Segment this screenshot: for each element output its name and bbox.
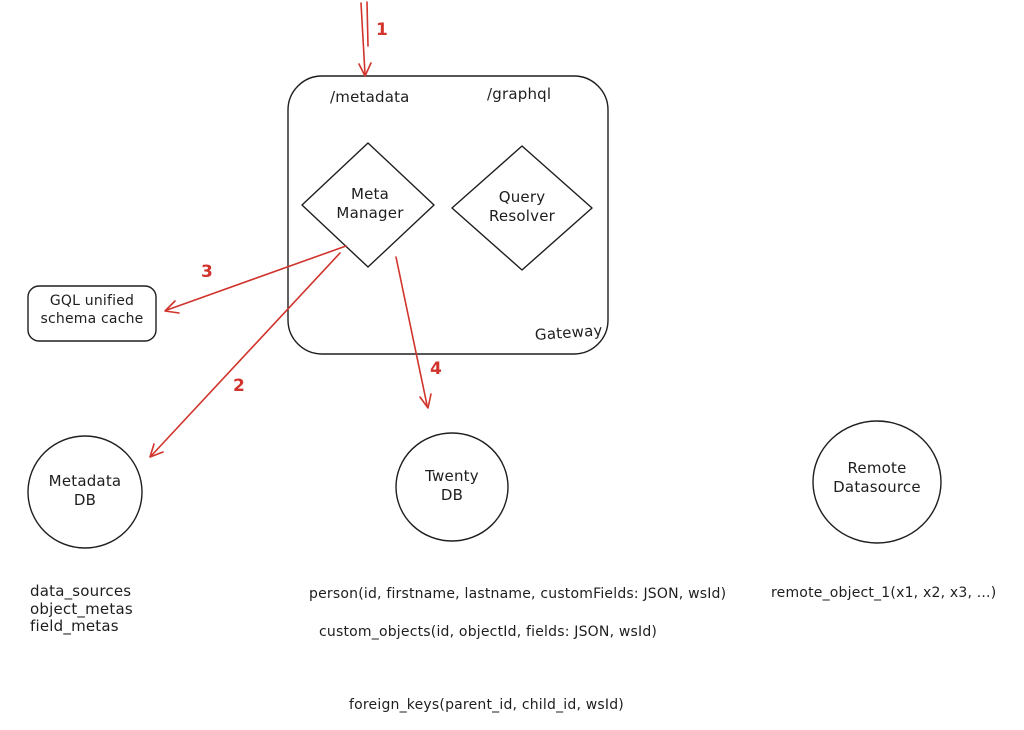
arrow-1-number: 1: [376, 20, 389, 40]
schema-cache-box: [27, 285, 157, 342]
route-metadata-label: /metadata: [330, 88, 410, 106]
query-resolver-diamond: [451, 145, 593, 271]
person-table: person(id, firstname, lastname, customFi…: [309, 586, 727, 602]
remote-datasource-circle: [812, 420, 942, 544]
arrow-4-number: 4: [430, 359, 443, 379]
gateway-box: [287, 75, 609, 355]
arrow-2: [149, 252, 341, 458]
remote-object-table: remote_object_1(x1, x2, x3, ...): [771, 585, 997, 601]
remote-datasource-label: Remote Datasource: [833, 459, 921, 497]
meta-manager-label: Meta Manager: [336, 185, 404, 223]
metadata-db-label: Metadata DB: [48, 472, 122, 510]
meta-manager-diamond: [301, 142, 435, 268]
route-graphql-label: /graphql: [487, 85, 552, 103]
metadata-db-circle: [27, 435, 143, 549]
custom-objects-table: custom_objects(id, objectId, fields: JSO…: [319, 624, 658, 640]
twenty-db-label: Twenty DB: [425, 467, 479, 505]
arrow-3: [164, 245, 347, 314]
arrow-1: [358, 1, 372, 77]
metadata-db-tables: data_sources object_metas field_metas: [30, 582, 133, 636]
twenty-db-circle: [395, 432, 509, 542]
arrow-3-number: 3: [201, 262, 214, 282]
query-resolver-label: Query Resolver: [488, 188, 555, 226]
schema-cache-label: GQL unified schema cache: [40, 293, 144, 327]
arrow-4: [395, 256, 432, 409]
foreign-keys-table: foreign_keys(parent_id, child_id, wsId): [349, 697, 624, 713]
arrow-2-number: 2: [233, 376, 246, 396]
